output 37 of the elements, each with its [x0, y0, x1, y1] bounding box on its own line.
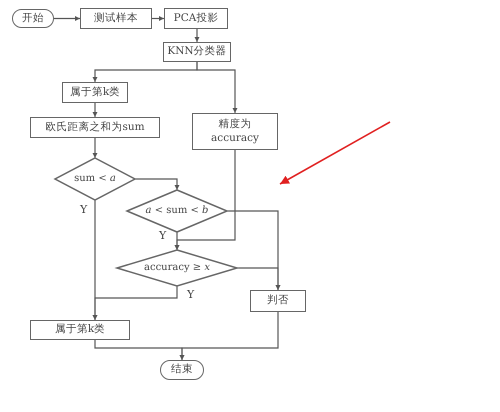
process-box [30, 117, 160, 138]
node-label: a < sum < b [146, 204, 208, 218]
decision-diamond [55, 158, 135, 200]
connector-arrow [180, 312, 279, 360]
connector-arrow [92, 103, 98, 117]
connector-arrow [54, 16, 80, 21]
decision-diamond [117, 250, 237, 286]
node-label: PCA投影 [174, 12, 218, 26]
connector-arrow [196, 62, 238, 113]
node-label: 属于第k类 [54, 323, 106, 337]
connector-arrow [152, 16, 164, 21]
process-box [30, 320, 130, 340]
node-label: accuracy ≥ x [144, 262, 210, 274]
node-label: KNN分类器 [167, 45, 227, 59]
connector-arrow [92, 286, 178, 320]
process-box [163, 42, 231, 62]
connector-arrow [135, 178, 180, 190]
connector-arrow [92, 138, 98, 158]
node-label: 判否 [267, 294, 289, 308]
node-label: 欧氏距离之和为sum [45, 120, 145, 134]
connector-arrow [174, 150, 236, 250]
node-label: 精度为 accuracy [210, 118, 260, 145]
node-label: sum < a [74, 172, 116, 186]
node-label: 测试样本 [94, 12, 138, 26]
connector-arrow [237, 267, 280, 290]
node-label: 开始 [22, 12, 44, 26]
connector-arrow [194, 29, 200, 42]
node-label: 结束 [171, 363, 193, 377]
terminal-box [12, 9, 54, 28]
process-box [62, 82, 128, 103]
process-box [250, 290, 306, 312]
terminal-box [160, 360, 204, 380]
process-box [164, 8, 228, 29]
process-box [80, 8, 152, 29]
process-box [192, 113, 278, 150]
node-label: 属于第k类 [70, 86, 120, 100]
decision-diamond [127, 190, 227, 232]
